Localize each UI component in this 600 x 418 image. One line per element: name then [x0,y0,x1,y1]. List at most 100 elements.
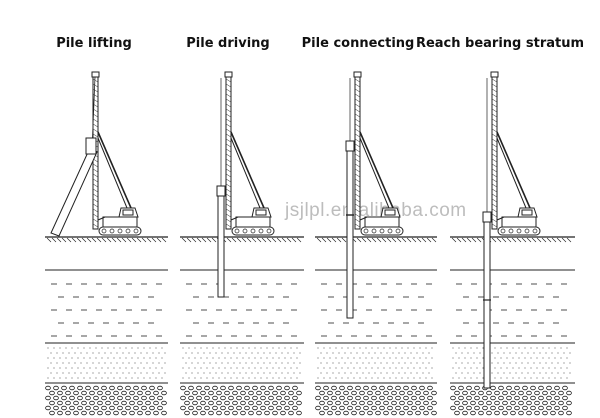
mast-lattice [354,148,361,153]
gravel-pebble [276,385,282,391]
sand-dot [341,367,343,369]
gravel-pebble [423,410,429,416]
sand-dot [245,372,247,374]
gravel-pebble [200,400,206,406]
gravel-pebble [466,405,472,411]
ground-hatch [226,237,232,243]
sand-dot [410,362,412,364]
sand-dot [236,367,238,369]
ground-hatch [411,237,417,243]
ground-hatch [111,237,117,243]
gravel-pebble [292,395,298,401]
machine-body [364,216,400,228]
gravel-pebble [61,405,67,411]
gravel-pebble [153,390,159,396]
mast-lattice [354,178,361,183]
crawler-track [98,226,142,236]
sand-dot [332,352,334,354]
gravel-pebble [268,405,274,411]
gravel-pebble [554,385,560,391]
gravel-pebble [137,410,143,416]
sand-dot [155,357,157,359]
gravel-pebble [355,405,361,411]
sand-dot [149,347,151,349]
sand-dot [506,377,508,379]
ground-hatch [146,237,152,243]
gravel-pebble [73,410,79,416]
gravel-pebble [498,405,504,411]
sand-dot [284,357,286,359]
gravel-pebble [462,390,468,396]
gravel-pebble [331,405,337,411]
sand-dot [251,352,253,354]
sand-dot [116,362,118,364]
gravel-pebble [419,405,425,411]
sand-dot [212,347,214,349]
sand-dot [257,352,259,354]
ground-hatch [426,237,432,243]
sand-dot [239,362,241,364]
sand-dot [233,362,235,364]
sand-dot [464,357,466,359]
gravel-pebble [530,395,536,401]
gravel-pebble [458,405,464,411]
sand-dot [494,357,496,359]
sand-dot [263,352,265,354]
sand-dot [155,367,157,369]
sand-dot [122,352,124,354]
mast-lattice [225,148,232,153]
gravel-pebble [482,405,488,411]
gravel-pebble [470,390,476,396]
gravel-pebble [216,390,222,396]
sand-dot [533,362,535,364]
gravel-pebble [141,395,147,401]
ground-hatch [66,237,72,243]
sand-dot [470,367,472,369]
ground-hatch [121,237,127,243]
gravel-pebble [339,395,345,401]
gravel-pebble [550,410,556,416]
sand-dot [221,372,223,374]
backstay [359,131,394,209]
sand-dot [113,367,115,369]
sand-dot [341,377,343,379]
pile-hammer [345,140,355,152]
sand-dot [224,357,226,359]
sand-dot [194,357,196,359]
gravel-pebble [196,385,202,391]
gravel-pebble [327,390,333,396]
mast-top-sheave [490,71,499,78]
crawler-track [360,226,404,236]
mast-lattice [92,78,99,83]
sand-dot [413,347,415,349]
sand-dot [506,367,508,369]
machine-body [235,216,271,228]
ground-hatch [81,237,87,243]
sand-dot [506,357,508,359]
ground-hatch [246,237,252,243]
sand-dot [473,372,475,374]
sand-dot [560,377,562,379]
sand-dot [206,357,208,359]
sand-dot [80,362,82,364]
gravel-pebble [200,410,206,416]
gravel-pebble [81,400,87,406]
gravel-pebble [363,395,369,401]
gravel-pebble [180,405,186,411]
sand-dot [326,362,328,364]
mast-lattice [354,113,361,118]
ground-hatch [161,237,167,243]
mast-lattice [225,183,232,188]
sand-dot [197,362,199,364]
mast-lattice [225,103,232,108]
sand-dot [491,352,493,354]
sand-dot [251,372,253,374]
gravel-pebble [375,400,381,406]
ground-hatch [101,237,107,243]
gravel-pebble [184,390,190,396]
gravel-pebble [280,400,286,406]
ground-hatch [266,237,272,243]
gravel-pebble [450,385,456,391]
sand-dot [89,367,91,369]
sand-dot [149,377,151,379]
